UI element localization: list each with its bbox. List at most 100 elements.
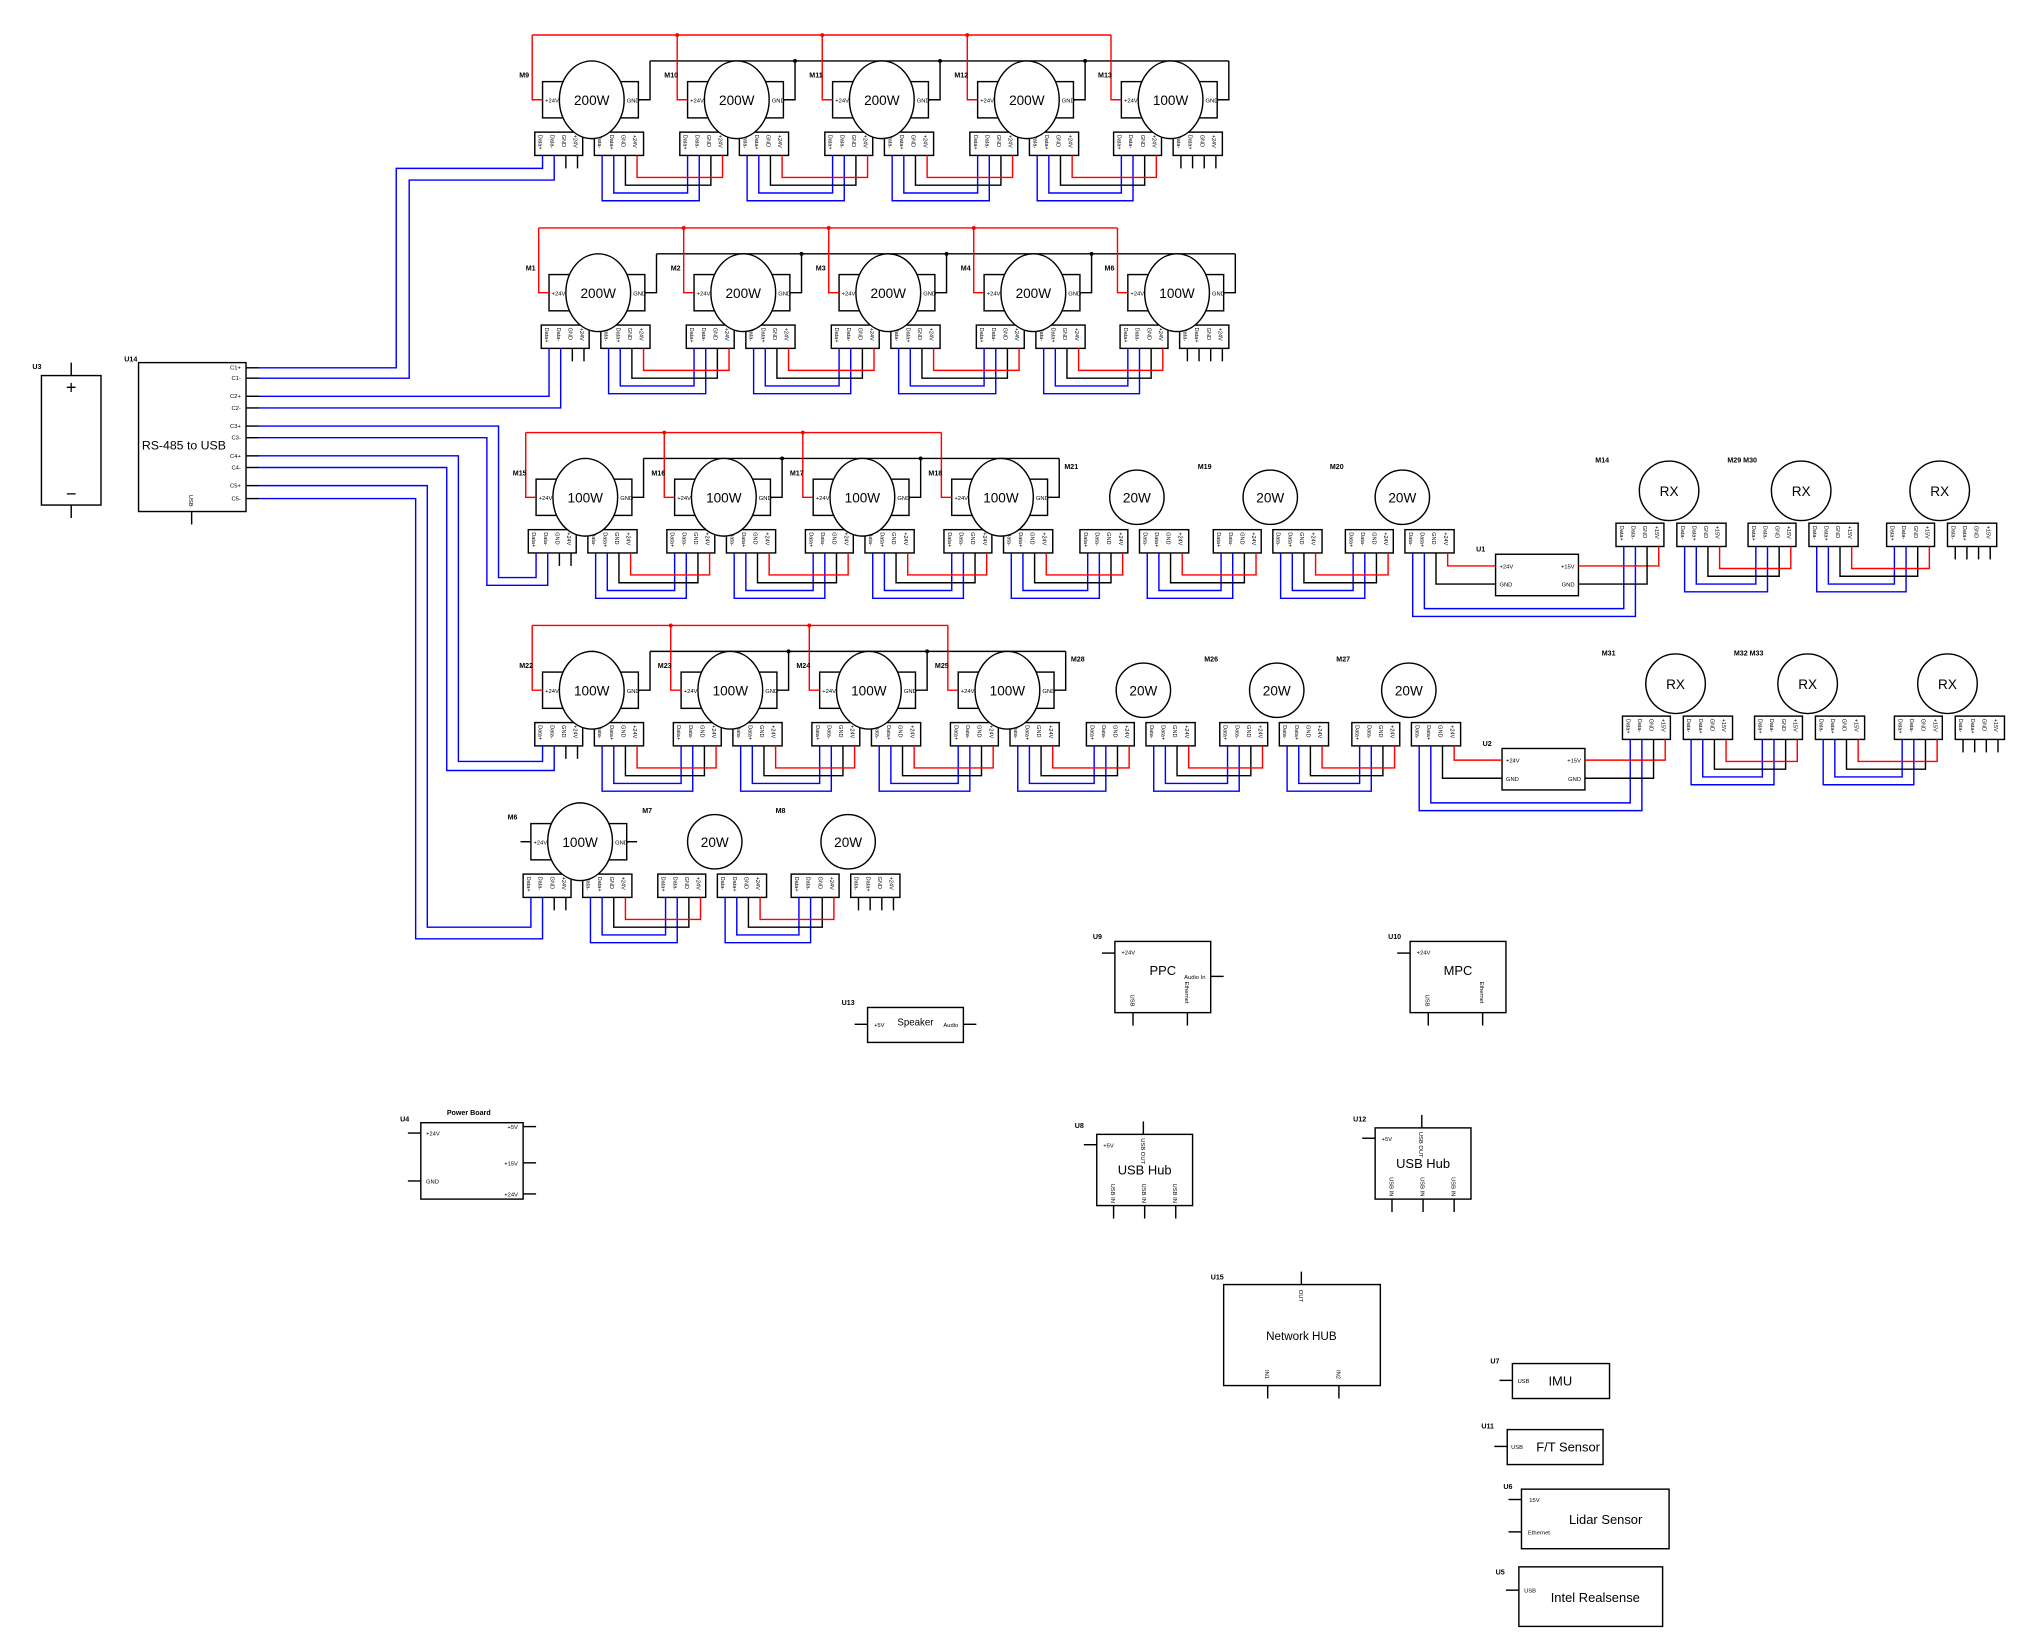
motor-id: M22: [519, 662, 533, 670]
pin-label: GND: [1773, 526, 1779, 538]
terminal-label: GND: [627, 689, 640, 695]
pin-label: Data-: [1359, 532, 1365, 546]
label: IN2: [1334, 1370, 1340, 1379]
daisy-chain-wire: [624, 155, 712, 186]
pin-label: +24V: [1250, 532, 1256, 545]
rs485-bus-wire: [258, 437, 549, 587]
daisy-chain-wire: [1707, 546, 1780, 577]
converter-input-ground: [1441, 745, 1503, 779]
pin-label: Data+: [1418, 532, 1424, 547]
motor-symbol: [1000, 253, 1067, 333]
pin-label: GND: [1139, 135, 1145, 147]
pin-label: GND: [752, 532, 758, 544]
pin-label: Data-: [838, 135, 844, 149]
pin-label: Data-: [805, 877, 811, 891]
pin-label: Data-: [1182, 328, 1188, 342]
label: +5V: [874, 1023, 885, 1029]
pin-label: +24V: [987, 725, 993, 738]
battery-plus-icon: +: [66, 378, 77, 398]
pin-label: Data+: [759, 328, 765, 343]
pin-label: +24V: [565, 532, 571, 545]
terminal-label: +24V: [961, 689, 975, 695]
pin-label: +24V: [1150, 135, 1156, 148]
motor-power-wire: [808, 625, 820, 691]
motor-symbol: [558, 60, 625, 140]
motor-id: M1: [526, 265, 536, 273]
pin-label: GND: [705, 135, 711, 147]
pin-label: Data-: [555, 328, 561, 342]
daisy-chain-wire: [769, 155, 857, 186]
junction-dot: [799, 251, 804, 256]
motor-power-wire: [802, 432, 814, 498]
pin-label: GND: [1171, 725, 1177, 737]
pin-label: GND: [1055, 135, 1061, 147]
daisy-chain-wire: [636, 155, 724, 179]
rs485-to-usb-converter: [137, 361, 247, 513]
pin-label: Data-: [893, 328, 899, 342]
pin-label: Data-: [1949, 526, 1955, 540]
daisy-chain-wire: [1054, 348, 1129, 387]
pin-label: GND: [1371, 532, 1377, 544]
daisy-chain-wire: [1187, 745, 1264, 769]
motor-id: M13: [1098, 72, 1112, 80]
rx-servo-symbol: [1777, 653, 1839, 715]
motor-symbol: [565, 253, 632, 333]
pin-label: GND: [837, 725, 843, 737]
pin-label: Data+: [952, 725, 958, 740]
pin-label: Data-: [548, 725, 554, 739]
terminal-label: GND: [1036, 496, 1049, 502]
pin-label: GND: [1105, 532, 1111, 544]
pin-label: Data-: [700, 328, 706, 342]
component-id: U4: [400, 1115, 409, 1123]
pin-label: GND: [995, 135, 1001, 147]
motor-output-connector: [745, 324, 796, 350]
rx-output-connector: [1808, 522, 1859, 548]
motor-ground-wire: [915, 651, 928, 691]
pin-label: Data-: [1957, 719, 1963, 733]
pin-label: GND: [743, 877, 749, 889]
daisy-chain-wire: [1028, 745, 1095, 785]
daisy-chain-wire: [1022, 552, 1089, 592]
motor-rating: 100W: [983, 490, 1019, 505]
terminal-label: GND: [772, 98, 785, 104]
pin-label: +24V: [928, 328, 934, 341]
label: GND: [426, 1180, 439, 1186]
rx-label: RX: [1660, 484, 1679, 499]
pin-label: Data-: [1038, 328, 1044, 342]
motor-power-wire: [1116, 227, 1128, 294]
motor-symbol: [829, 457, 896, 537]
motor-ground-wire: [909, 458, 922, 498]
rx-output-connector: [1814, 715, 1866, 741]
label: USB IN: [1387, 1177, 1393, 1196]
terminal-label: +24V: [1130, 291, 1144, 297]
motor-id: M17: [790, 469, 804, 477]
terminal-label: GND: [620, 496, 633, 502]
pin-label: C4-: [231, 465, 240, 471]
motor-rating: 20W: [701, 835, 729, 850]
motor-output-connector: [581, 873, 633, 899]
pin-label: GND: [857, 328, 863, 340]
motor-id: M23: [658, 662, 672, 670]
motor-rating: 100W: [845, 490, 881, 505]
daisy-chain-wire: [903, 155, 979, 194]
terminal-label: GND: [1212, 291, 1225, 297]
motor-input-connector: [949, 721, 1000, 747]
junction-dot: [965, 33, 970, 37]
terminal-label: +24V: [697, 291, 711, 297]
pin-label: Data-: [1908, 719, 1914, 733]
terminal-label: GND: [1206, 98, 1219, 104]
motor-rating: 200W: [864, 93, 900, 108]
pin-label: Data+: [614, 328, 620, 343]
pin-label: Data+: [1822, 526, 1828, 541]
motor-rating: 100W: [574, 683, 610, 698]
junction-dot: [820, 33, 825, 37]
motor-ground-wire: [1073, 60, 1086, 101]
motor-ground-wire: [631, 458, 645, 498]
motor-id: M19: [1198, 463, 1212, 471]
label: Ethernet: [1478, 982, 1484, 1004]
junction-dot: [668, 623, 673, 628]
motor-id: M12: [954, 72, 968, 80]
motor-power-wire: [828, 227, 840, 294]
motor-output-connector: [587, 528, 638, 554]
motor-input-connector: [975, 324, 1025, 350]
